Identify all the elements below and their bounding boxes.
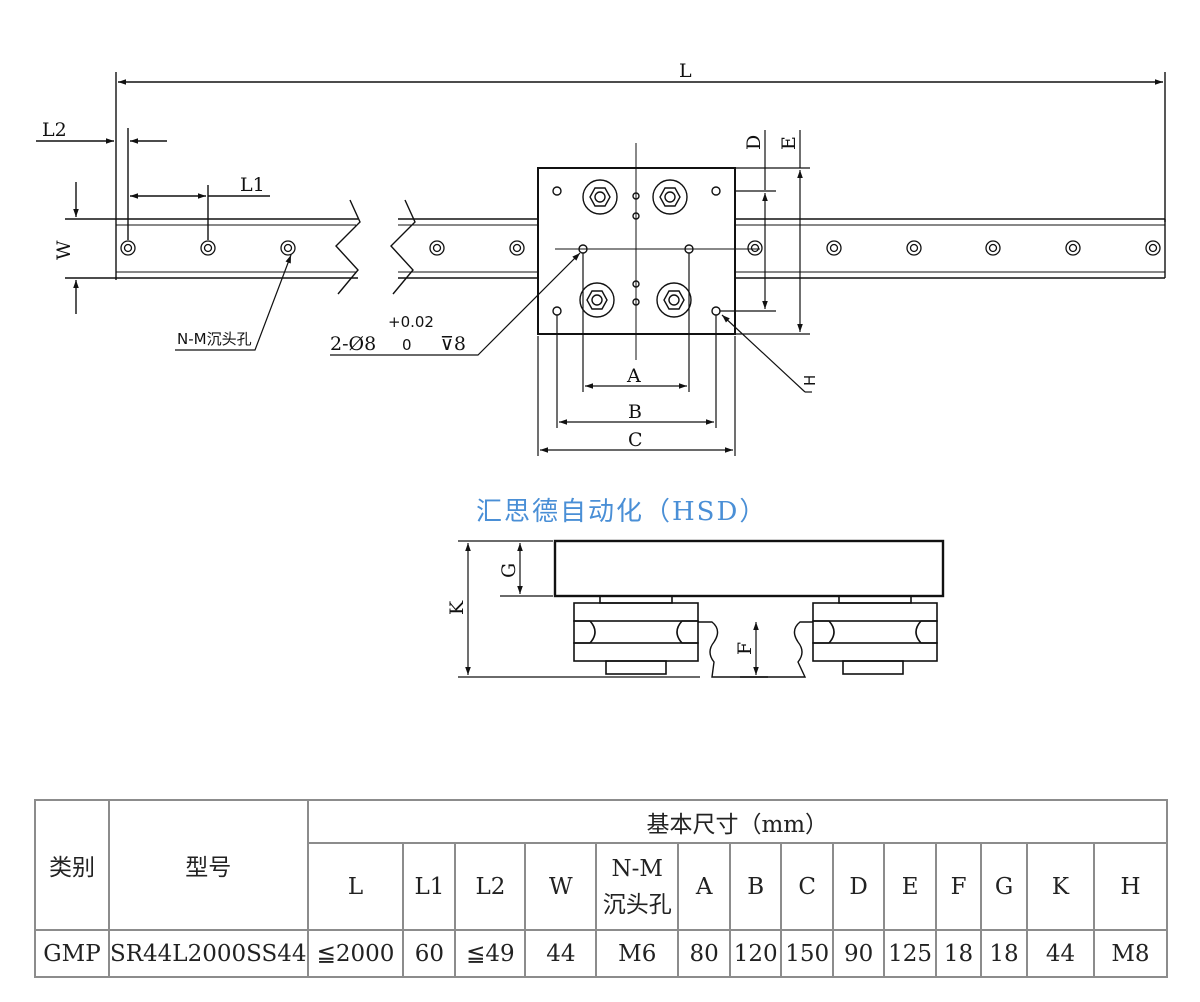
table-row: GMP SR44L2000SS44 ≦2000 60 ≦49 44 M6 80 …	[34, 929, 1169, 978]
col-header: H	[1092, 842, 1169, 931]
cell-value: 125	[883, 929, 938, 978]
pin-hole-tol-lower: 0	[402, 336, 412, 354]
pin-hole-depth: ⊽8	[440, 333, 466, 355]
pin-hole-tol-upper: +0.02	[388, 313, 434, 331]
side-plate	[553, 539, 945, 598]
counterbore-callout: N-M沉头孔	[177, 330, 252, 348]
label-L: L	[679, 60, 692, 82]
col-header: N-M 沉头孔	[595, 842, 680, 931]
cell-value: 150	[780, 929, 835, 978]
header-basic-dimensions: 基本尺寸（mm）	[306, 799, 1168, 844]
cell-value: 120	[729, 929, 783, 978]
guide-rail-drawing: L L2 L1 W A B C D E H K G F N-M沉头孔 2-Ø8 …	[36, 60, 1166, 678]
spec-table: 类别 型号 基本尺寸（mm） L L1 L2 W N-M 沉头孔 A B C D…	[34, 799, 1169, 978]
cell-value: M6	[595, 929, 680, 978]
cell-model: SR44L2000SS44	[107, 929, 309, 978]
label-A: A	[626, 365, 641, 387]
label-L2: L2	[42, 119, 67, 141]
col-header: B	[729, 842, 783, 931]
cell-value: 80	[677, 929, 732, 978]
label-B: B	[628, 401, 642, 423]
col-header: A	[677, 842, 732, 931]
label-L1: L1	[240, 174, 265, 196]
header-model: 型号	[107, 799, 309, 931]
col-header: L2	[454, 842, 527, 931]
cell-value: 18	[980, 929, 1029, 978]
col-header: L1	[402, 842, 457, 931]
label-K: K	[446, 600, 468, 615]
label-D: D	[743, 135, 765, 150]
label-G: G	[498, 563, 520, 578]
col-header: C	[780, 842, 835, 931]
cell-value: 18	[935, 929, 983, 978]
brand-watermark: 汇思德自动化（HSD）	[476, 497, 767, 527]
cell-value: 44	[524, 929, 598, 978]
label-W: W	[53, 240, 75, 260]
col-header: F	[935, 842, 983, 931]
col-header: D	[832, 842, 886, 931]
header-category: 类别	[34, 799, 110, 931]
cell-category: GMP	[34, 929, 110, 978]
col-header: E	[883, 842, 938, 931]
col-header: L	[306, 842, 405, 931]
label-H: H	[801, 375, 819, 386]
label-C: C	[628, 429, 643, 451]
cell-value: 60	[402, 929, 457, 978]
col-header: W	[524, 842, 598, 931]
label-F: F	[734, 642, 756, 655]
cell-value: ≦49	[454, 929, 527, 978]
cell-value: 90	[832, 929, 886, 978]
col-header: G	[980, 842, 1029, 931]
cell-value: M8	[1092, 929, 1169, 978]
pin-hole-callout-prefix: 2-Ø8	[330, 333, 376, 355]
label-E: E	[778, 136, 800, 150]
cell-value: ≦2000	[306, 929, 405, 978]
cell-value: 44	[1026, 929, 1095, 978]
col-header: K	[1026, 842, 1095, 931]
